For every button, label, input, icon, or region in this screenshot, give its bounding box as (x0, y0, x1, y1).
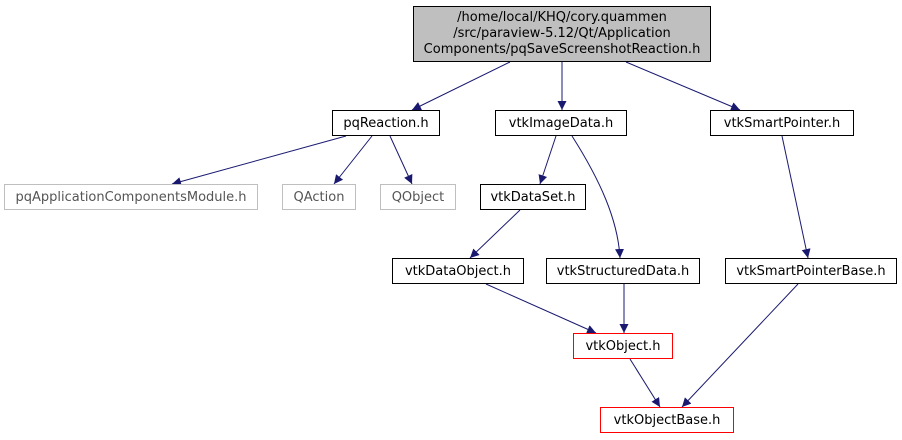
node-vtkDataSet[interactable]: vtkDataSet.h (480, 184, 586, 210)
root-label-line3: Components/pqSaveScreenshotReaction.h (423, 42, 701, 57)
edge-vtkImageData-to-vtkStructuredData (571, 135, 625, 259)
node-label: vtkImageData.h (508, 115, 614, 131)
edge-pqReaction-to-pqApplicationComponentsModule (171, 135, 347, 186)
node-label: vtkStructuredData.h (556, 263, 690, 279)
node-label: vtkDataObject.h (404, 263, 512, 279)
edge-vtkSmartPointer-to-vtkSmartPointerBase (781, 135, 811, 259)
node-label: QAction (293, 189, 345, 205)
edge-vtkSmartPointerBase-to-vtkObjectBase (681, 283, 799, 408)
node-vtkStructuredData[interactable]: vtkStructuredData.h (546, 258, 700, 284)
node-label: vtkSmartPointer.h (723, 115, 841, 131)
edge-pqReaction-to-QObject (389, 135, 413, 185)
node-vtkObjectBase[interactable]: vtkObjectBase.h (600, 407, 734, 433)
node-label: QObject (391, 189, 445, 205)
node-label: vtkSmartPointerBase.h (736, 263, 886, 279)
edge-root-to-vtkSmartPointer (625, 61, 741, 111)
edge-pqReaction-to-QAction (333, 135, 373, 185)
edge-root-to-pqReaction (411, 61, 511, 111)
node-vtkSmartPointer[interactable]: vtkSmartPointer.h (710, 110, 854, 136)
node-vtkSmartPointerBase[interactable]: vtkSmartPointerBase.h (725, 258, 897, 284)
node-vtkObject[interactable]: vtkObject.h (573, 333, 673, 359)
edge-group (171, 61, 811, 408)
node-label: vtkObjectBase.h (613, 412, 721, 428)
node-QObject: QObject (380, 184, 456, 210)
node-pqApplicationComponentsModule: pqApplicationComponentsModule.h (4, 184, 258, 210)
node-pqReaction[interactable]: pqReaction.h (332, 110, 440, 136)
node-vtkImageData[interactable]: vtkImageData.h (495, 110, 627, 136)
node-vtkDataObject[interactable]: vtkDataObject.h (392, 258, 524, 284)
node-QAction: QAction (282, 184, 356, 210)
edge-vtkDataObject-to-vtkObject (485, 283, 597, 334)
edge-vtkDataSet-to-vtkDataObject (469, 209, 521, 259)
node-label: vtkObject.h (585, 338, 661, 354)
edge-vtkObject-to-vtkObjectBase (629, 358, 661, 408)
node-pqSaveScreenshotReaction: /home/local/KHQ/cory.quammen /src/paravi… (413, 6, 711, 62)
root-label-line2: /src/paraview-5.12/Qt/Application (453, 26, 671, 41)
node-label: pqReaction.h (343, 115, 429, 131)
node-label: vtkDataSet.h (490, 189, 576, 205)
edge-vtkImageData-to-vtkDataSet (538, 135, 557, 185)
root-label-line1: /home/local/KHQ/cory.quammen (457, 10, 667, 25)
node-label: pqApplicationComponentsModule.h (15, 189, 247, 205)
